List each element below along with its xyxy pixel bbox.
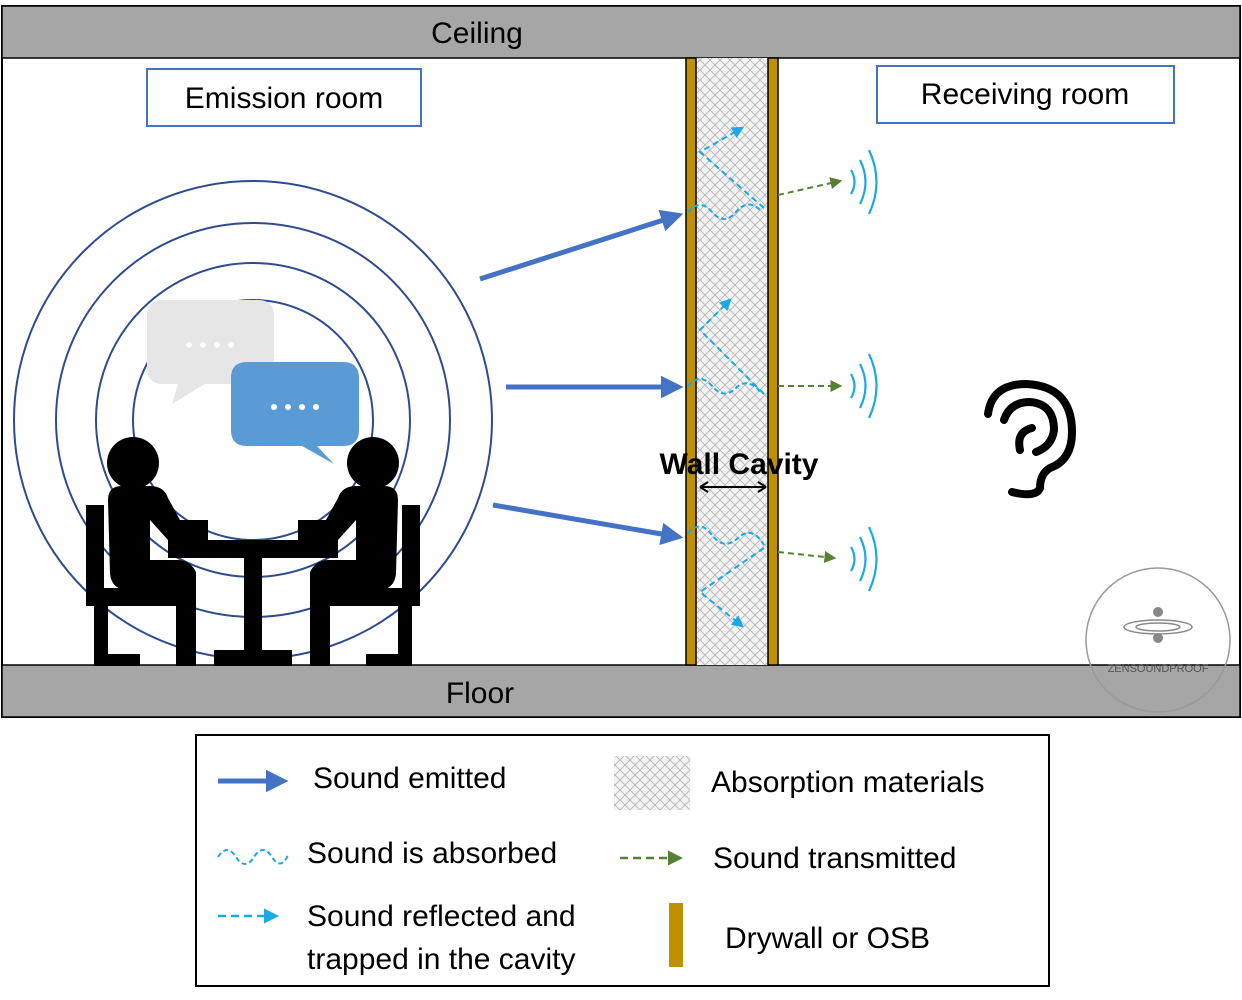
receiving-room-box	[876, 65, 1175, 124]
wall-cavity-label: Wall Cavity	[660, 448, 819, 481]
legend-sound-emitted-label: Sound emitted	[313, 762, 506, 795]
legend-absorption-label: Absorption materials	[711, 766, 984, 799]
zensoundproof-logo: ZENSOUNDPROOF	[1085, 567, 1231, 713]
legend-absorption-swatch	[614, 756, 690, 810]
wall-cavity-dimension-arrow	[699, 481, 767, 493]
emission-room-box	[146, 68, 422, 127]
floor-slab	[1, 664, 1241, 718]
transmitted-sound-waves-icon	[850, 149, 878, 592]
ceiling-slab	[1, 5, 1241, 59]
ear-icon	[984, 379, 1077, 499]
legend-sound-transmitted-label: Sound transmitted	[713, 842, 956, 875]
ceiling-label: Ceiling	[431, 17, 523, 50]
sound-transmitted-arrows	[777, 177, 843, 563]
legend-drywall-label: Drywall or OSB	[725, 922, 930, 955]
legend-sound-absorbed-label: Sound is absorbed	[307, 837, 557, 870]
receiving-room-label: Receiving room	[921, 78, 1129, 111]
drywall-left	[685, 57, 697, 666]
floor-label: Floor	[446, 677, 514, 710]
sound-reflected-arrows	[698, 126, 765, 628]
emission-room-label: Emission room	[185, 82, 383, 115]
sound-emitted-arrows	[479, 209, 684, 546]
legend-drywall-swatch	[669, 903, 683, 967]
svg-text:ZENSOUNDPROOF: ZENSOUNDPROOF	[1108, 663, 1209, 675]
speech-bubble-blue-icon	[231, 362, 359, 464]
legend-sound-reflected-label-line1: Sound reflected and	[307, 900, 576, 933]
people-at-table-icon	[86, 437, 420, 666]
sound-absorbed-waves	[687, 203, 765, 546]
legend-sound-reflected-label-line2: trapped in the cavity	[307, 943, 576, 976]
drywall-right	[767, 57, 779, 666]
